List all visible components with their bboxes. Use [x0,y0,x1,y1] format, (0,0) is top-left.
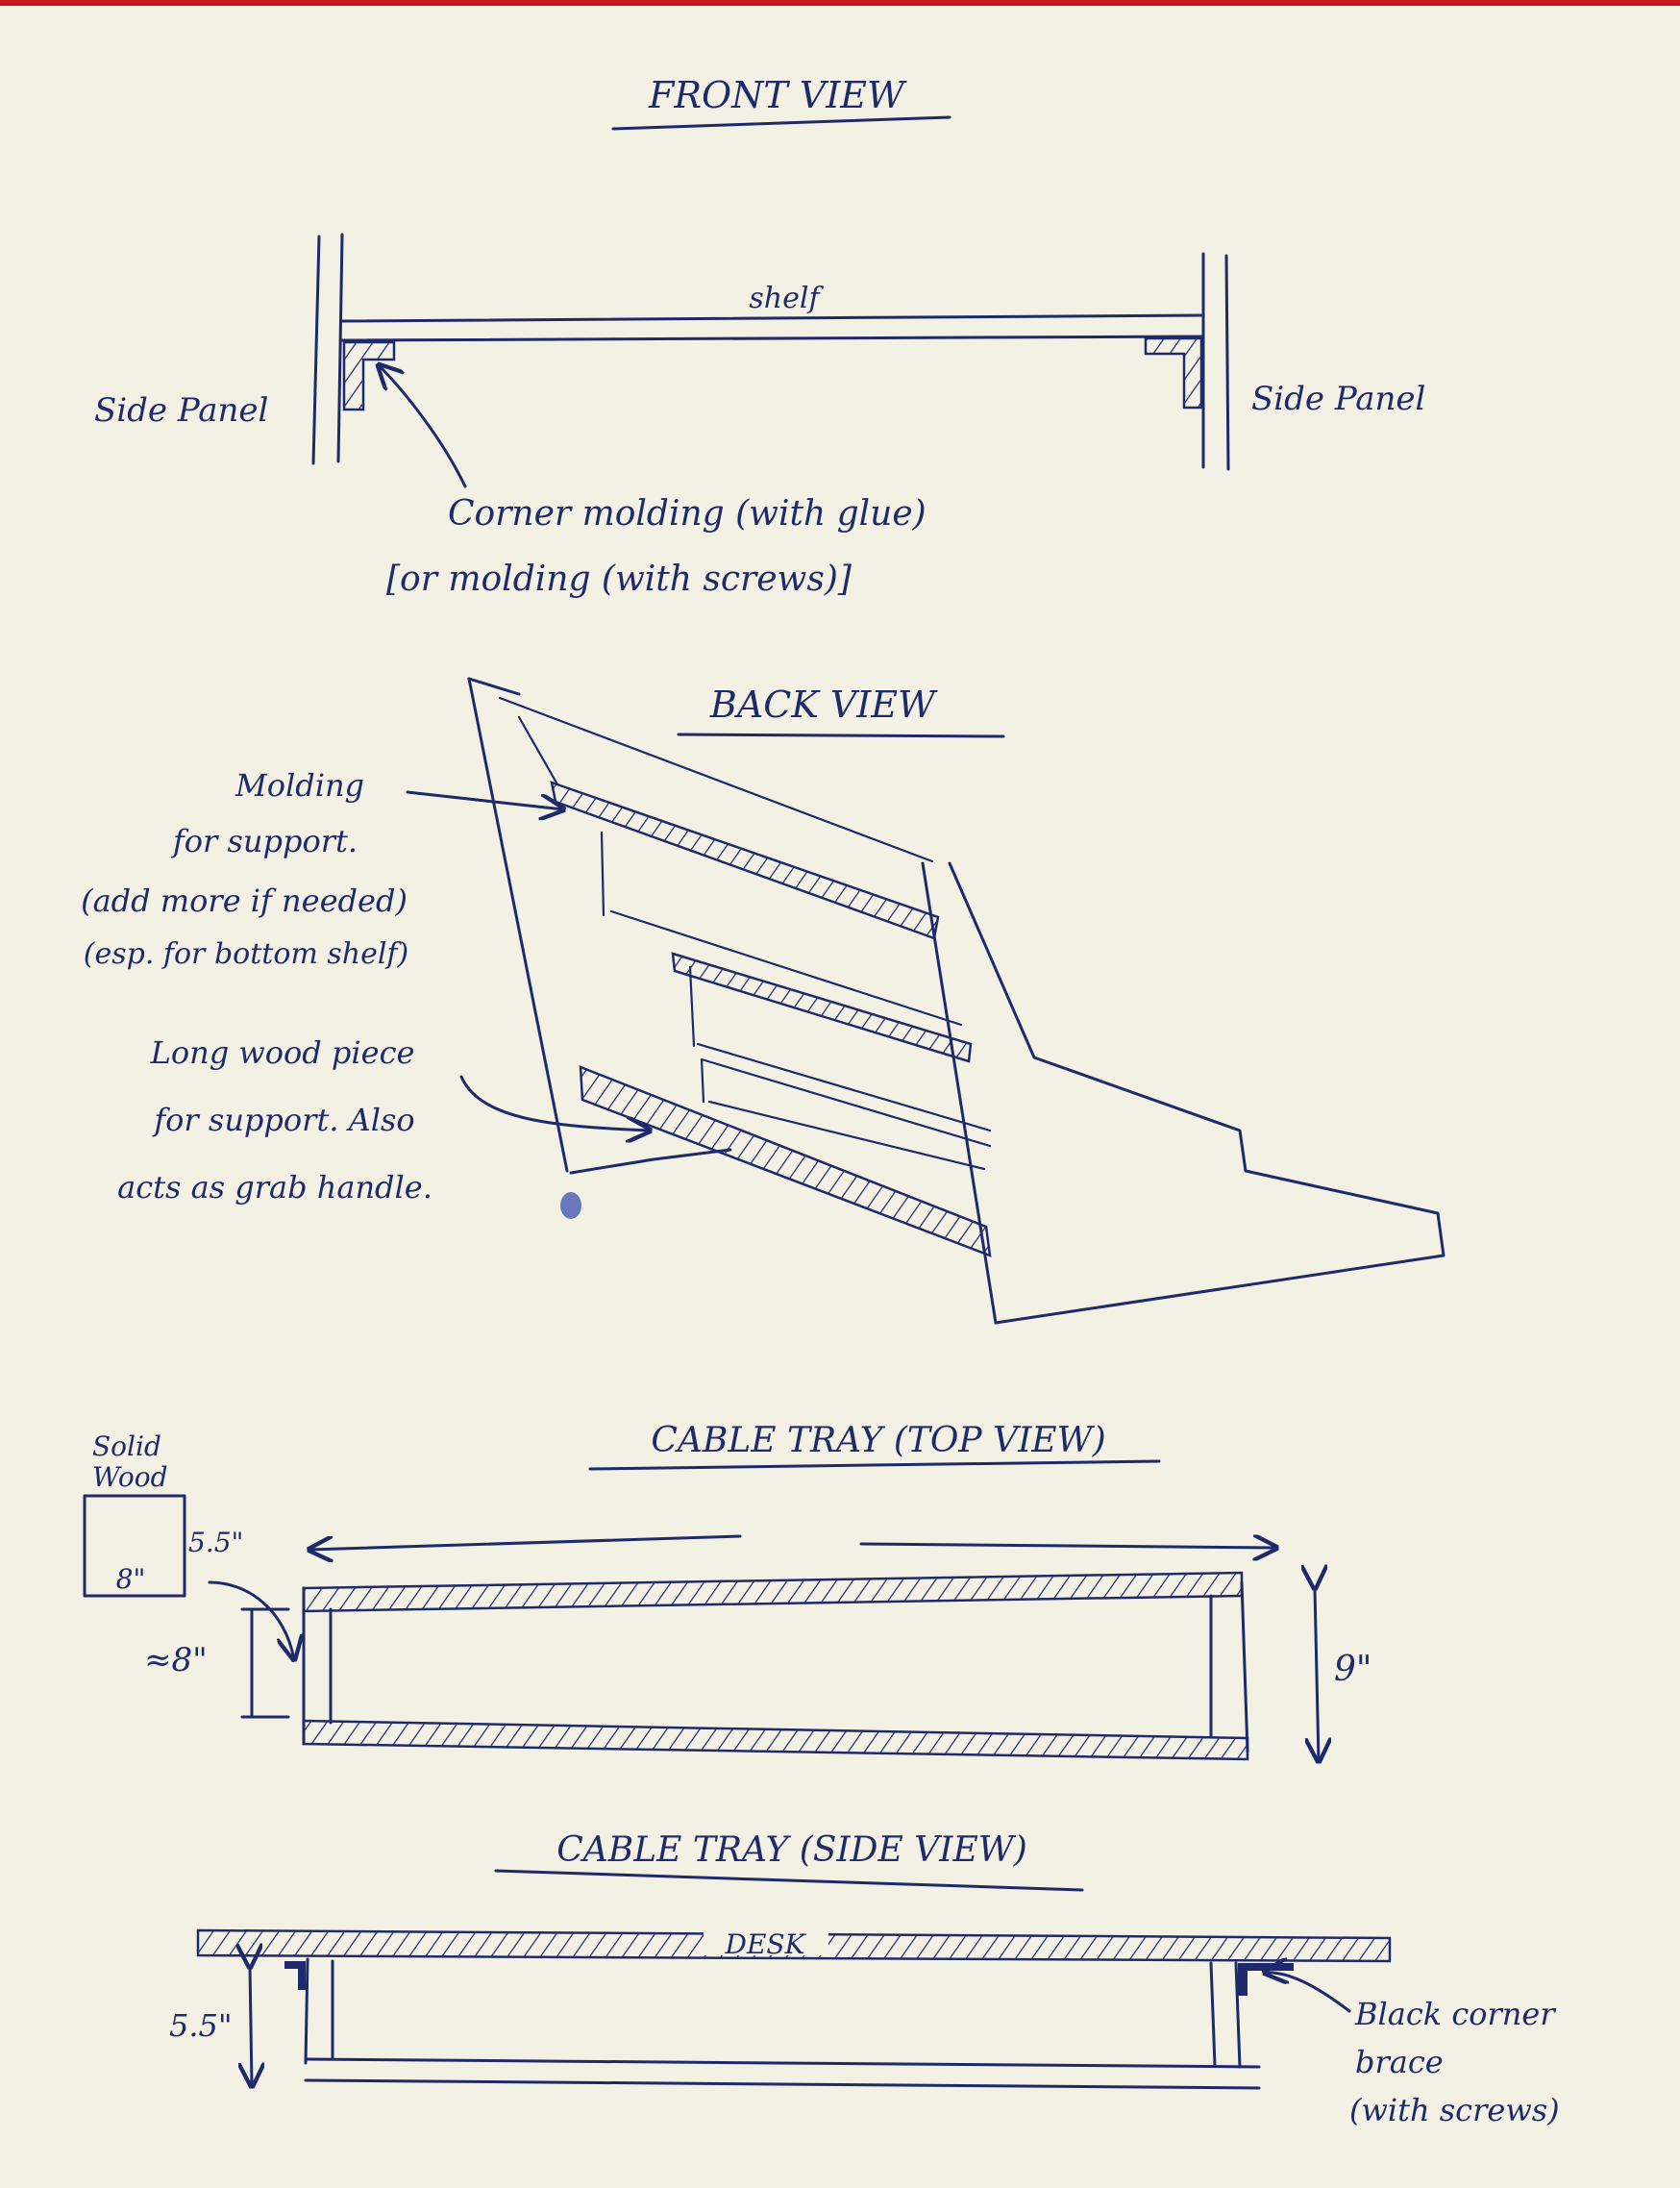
ink-blot [560,1192,581,1219]
cable-tray-side-title: CABLE TRAY (SIDE VIEW) [556,1830,1027,1870]
left-panel-edge [467,677,569,1173]
wood-note-arrow [459,1075,650,1131]
length-arrow-right [859,1544,1276,1548]
shelf-4-edge [707,1100,986,1171]
side-right-leg-inner [1209,1961,1217,2067]
height-dim-arrow [1315,1588,1319,1761]
shelf-2-edge [609,909,963,1027]
shelf-3-lip [700,1057,705,1104]
left-side-panel-inner [336,233,344,463]
right-corner-molding [1144,336,1203,410]
shelf-2-back [600,831,605,917]
molding-note-text-1: Molding [235,767,364,804]
front-view-section: FRONT VIEW shelf Side Panel Side Panel C… [94,74,1425,599]
side-tray-bottom [304,2057,1261,2069]
molding-note-line1: Corner molding (with glue) [448,494,926,534]
front-view-title-underline [611,115,951,131]
wood-note-text-2: for support. Also [152,1102,414,1138]
desk-label: DESK [725,1928,807,1960]
left-corner-brace [284,1961,306,1990]
right-corner-brace [1238,1963,1294,1996]
side-height-dim-arrow [250,1967,252,2086]
left-panel-top [467,677,521,696]
left-side-panel-label: Side Panel [94,391,268,430]
top-shelf-edge [498,696,934,863]
front-view-title: FRONT VIEW [648,74,907,116]
desk-label-bg [704,1930,828,1955]
tray-front-board [302,1719,1249,1761]
block-pointer-arrow [208,1580,294,1659]
shelf-label: shelf [749,282,824,315]
cable-tray-side-underline [494,1869,1084,1892]
right-side-panel-outer [1224,254,1230,471]
side-tray-bottom-lower [304,2078,1261,2090]
solid-wood-block [83,1494,186,1598]
back-view-title: BACK VIEW [709,684,938,726]
solid-wood-label-1: Solid [92,1430,161,1462]
shelf-3-edge [696,1042,992,1132]
cable-tray-top-title: CABLE TRAY (TOP VIEW) [651,1421,1105,1460]
molding-support-note: Molding for support. (add more if needed… [81,767,408,971]
back-view-section: BACK VIEW Molding for support. (add more [81,677,1445,1325]
cable-tray-top-underline [588,1459,1161,1471]
left-side-panel-outer [311,235,321,465]
brace-note-line1: Black corner [1354,1996,1556,2032]
paper-sheet: FRONT VIEW shelf Side Panel Side Panel C… [0,6,1680,2188]
brace-note-line3: (with screws) [1349,2092,1560,2128]
side-right-leg-outer [1234,1961,1242,2069]
molding-pointer-arrow [379,365,467,488]
cable-tray-side-section: CABLE TRAY (SIDE VIEW) DESK 5.5" Black c… [169,1830,1560,2128]
molding-strip-2 [671,952,973,1063]
tray-right-outer [1240,1580,1249,1753]
shelf-bottom-edge [340,335,1205,342]
top-shelf-side [517,715,559,786]
wood-piece-note: Long wood piece for support. Also acts a… [117,1034,432,1206]
molding-note-text-3: (add more if needed) [81,883,408,919]
molding-note-line2: [or molding (with screws)] [386,559,852,599]
length-arrow-left [309,1534,742,1550]
right-side-panel-label: Side Panel [1251,380,1425,418]
cable-tray-top-section: CABLE TRAY (TOP VIEW) Solid Wood 8" 5.5"… [83,1421,1371,1761]
depth-dim-ticks [240,1607,290,1719]
molding-strip-1 [550,781,940,940]
sketch-canvas: FRONT VIEW shelf Side Panel Side Panel C… [81,74,1560,2128]
molding-note-arrow [406,790,563,809]
shelf-3-back [688,965,696,1048]
left-corner-molding [342,340,396,411]
solid-wood-label-2: Wood [92,1461,168,1493]
brace-note-line2: brace [1355,2044,1444,2080]
approx-depth-label: ≈8" [144,1641,208,1679]
molding-note-text-4: (esp. for bottom shelf) [84,937,408,971]
shelf-top-edge [340,313,1205,323]
block-height-label: 5.5" [188,1527,243,1558]
wood-note-text-3: acts as grab handle. [117,1169,432,1206]
brace-pointer-arrow [1265,1973,1351,2013]
shelf-3-underside [700,1057,992,1148]
height-dim-label: 9" [1334,1650,1371,1689]
back-view-title-underline [677,733,1005,738]
block-width-label: 8" [116,1563,146,1595]
side-left-leg-outer [304,1957,309,2065]
tray-back-board [302,1571,1244,1613]
wood-note-text-1: Long wood piece [150,1034,415,1071]
long-wood-piece [579,1065,992,1257]
molding-note-text-2: for support. [171,823,358,859]
right-panel-profile [948,861,1445,1325]
grab-handle-pointer [569,1148,732,1175]
side-height-dim-label: 5.5" [169,2007,233,2044]
